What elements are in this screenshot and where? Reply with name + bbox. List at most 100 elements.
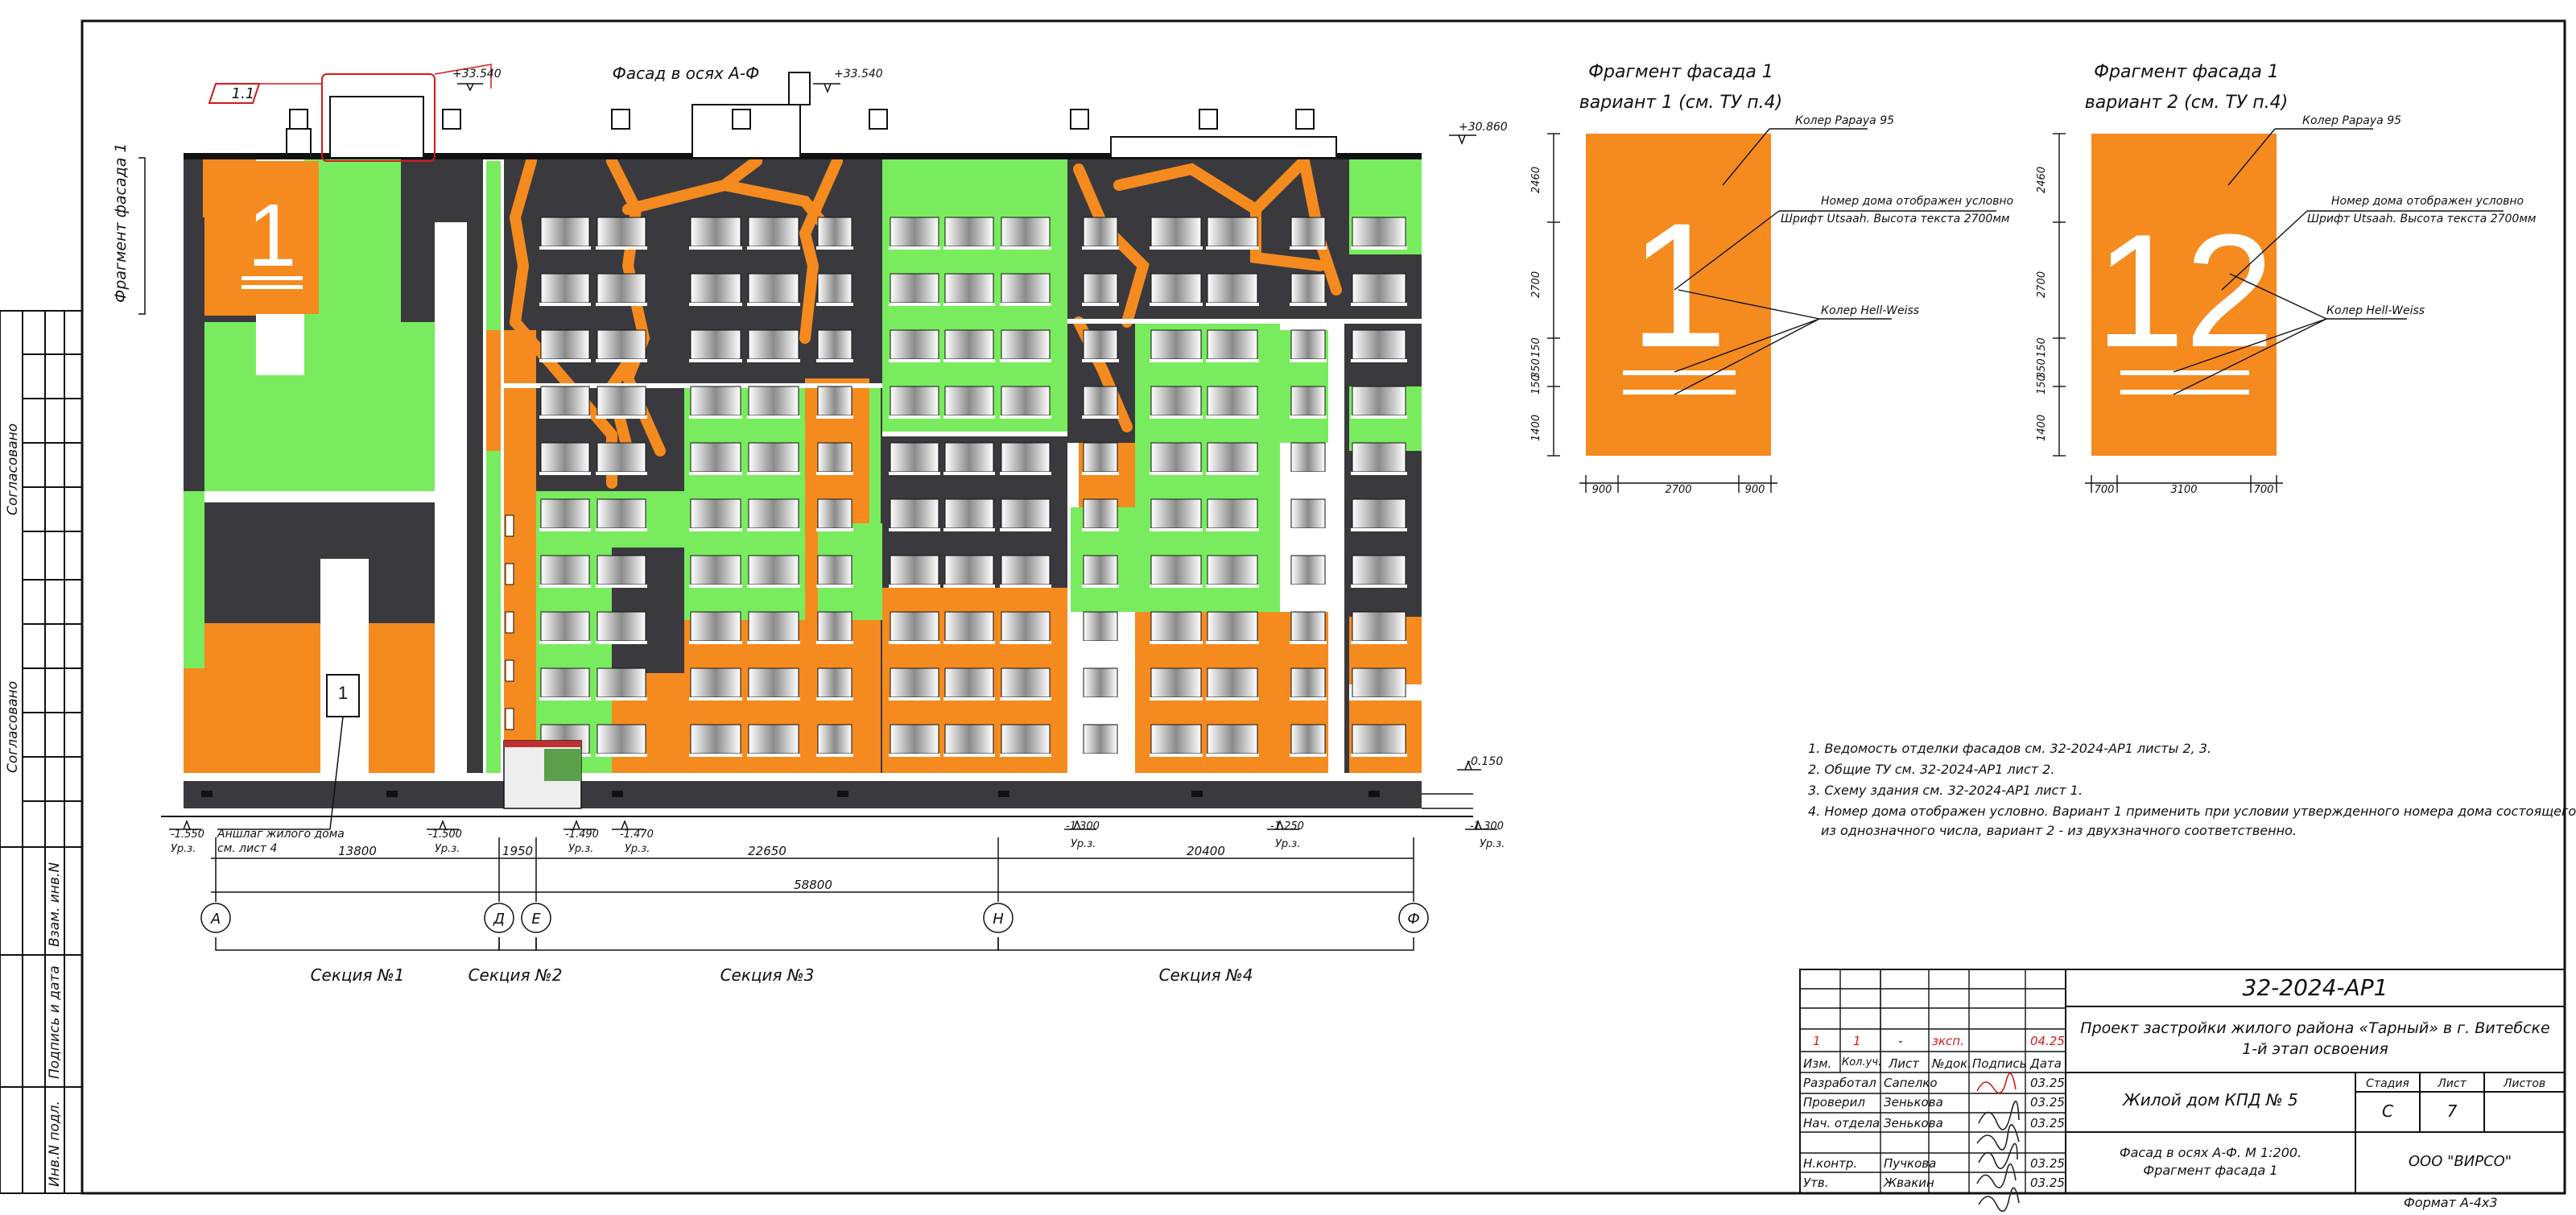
window-sill — [689, 528, 742, 531]
elev-n2: -1.250 — [1270, 820, 1304, 833]
window-sill — [1150, 472, 1203, 475]
elev-e2: -1.470 — [620, 829, 654, 841]
axis-d: Д — [493, 911, 505, 928]
window-sill — [1206, 754, 1259, 757]
ground-label-n2: Ур.з. — [1275, 838, 1300, 850]
window-sill — [1351, 754, 1407, 757]
window-sill — [1290, 359, 1327, 362]
window — [1290, 273, 1326, 304]
note-4-cont: из однозначного числа, вариант 2 - из дв… — [1821, 823, 2297, 838]
window — [1001, 386, 1051, 416]
fragment-2-vdim-4: 350 — [2036, 358, 2048, 378]
window-sill — [1150, 303, 1203, 306]
window — [890, 611, 939, 642]
window — [597, 555, 646, 585]
window-sill — [889, 754, 940, 757]
fragment-2-title-1: Фрагмент фасада 1 — [2094, 62, 2279, 82]
window — [1001, 442, 1051, 473]
window — [1150, 442, 1202, 473]
window-sill — [747, 472, 800, 475]
elev-zero: -0.150 — [1467, 755, 1503, 768]
sheet-header: Лист — [2438, 1077, 2467, 1090]
window-sill — [596, 585, 647, 588]
fragment-1-panel — [1586, 134, 1771, 456]
window-sill — [889, 641, 940, 644]
staff-name-2: Зенькова — [1884, 1116, 1943, 1130]
window — [690, 442, 741, 473]
elev-d: -1.500 — [428, 829, 462, 841]
window-sill — [596, 641, 647, 644]
note-4: 4. Номер дома отображен условно. Вариант… — [1808, 804, 2576, 819]
window — [944, 555, 994, 585]
rev-list: - — [1898, 1034, 1903, 1048]
window-sill — [1351, 697, 1407, 700]
fragment-1-vdim-3: 150 — [1530, 337, 1542, 357]
window-sill — [689, 697, 742, 700]
stage-header: Стадия — [2366, 1077, 2409, 1090]
fragment-2-vdim-1: 2460 — [2036, 167, 2048, 193]
sheet-title-1: Фасад в осях А-Ф. М 1:200. — [2119, 1145, 2302, 1160]
window — [944, 667, 994, 698]
staff-role-4: Н.контр. — [1803, 1156, 1858, 1171]
window — [1001, 329, 1051, 360]
window-sill — [1082, 528, 1119, 531]
window — [748, 667, 799, 698]
fragment-1-ann-2: Номер дома отображен условно — [1821, 195, 2013, 208]
window-sill — [539, 641, 591, 644]
window — [1001, 555, 1051, 585]
window-sill — [1150, 246, 1203, 250]
window — [890, 442, 939, 473]
window-sill — [596, 246, 647, 250]
window — [817, 498, 852, 529]
window — [1290, 667, 1326, 698]
window — [1290, 555, 1326, 585]
note-3: 3. Схему здания см. 32-2024-АР1 лист 1. — [1808, 783, 2083, 798]
window-sill — [1000, 472, 1051, 475]
window-sill — [539, 697, 591, 700]
staff-name-4: Пучкова — [1884, 1156, 1937, 1171]
window — [597, 273, 646, 304]
window — [1207, 498, 1258, 529]
window — [748, 442, 799, 473]
window-sill — [747, 697, 800, 700]
window — [1352, 329, 1406, 360]
window — [1290, 611, 1326, 642]
staff-date-1: 03.25 — [2030, 1095, 2065, 1110]
window-sill — [1206, 528, 1259, 531]
window — [1150, 217, 1202, 247]
window — [817, 386, 852, 416]
fragment-2-ann-1: Колер Papaya 95 — [2302, 114, 2401, 127]
window-sill — [1150, 415, 1203, 419]
window — [748, 724, 799, 754]
window — [817, 273, 852, 304]
window-sill — [1000, 697, 1051, 700]
window — [1001, 273, 1051, 304]
side-label-agreed-1: Согласовано — [5, 423, 21, 515]
window — [540, 498, 590, 529]
window-sill — [1000, 359, 1051, 362]
window-sill — [1351, 585, 1407, 588]
window — [1207, 442, 1258, 473]
window — [890, 724, 939, 754]
window-sill — [889, 246, 940, 250]
window — [1352, 442, 1406, 473]
hdr-izm: Изм. — [1803, 1056, 1832, 1071]
ground-label-a: Ур.з. — [171, 843, 196, 855]
window — [944, 329, 994, 360]
window-sill — [689, 641, 742, 644]
window-sill — [747, 585, 800, 588]
fragment-variant-2: Фрагмент фасада 1 вариант 2 (см. ТУ п.4)… — [2036, 62, 2537, 496]
window — [540, 555, 590, 585]
window — [1150, 724, 1202, 754]
facade-title: Фасад в осях А-Ф — [613, 64, 760, 83]
note-2: 2. Общие ТУ см. 32-2024-АР1 лист 2. — [1808, 762, 2055, 777]
window-sill — [596, 472, 647, 475]
window-sill — [747, 641, 800, 644]
window-sill — [747, 754, 800, 757]
window-sill — [1206, 246, 1259, 250]
facade-elevation: 1 1 — [184, 72, 1422, 809]
window — [748, 498, 799, 529]
window-sill — [747, 415, 800, 419]
window — [1352, 724, 1406, 754]
